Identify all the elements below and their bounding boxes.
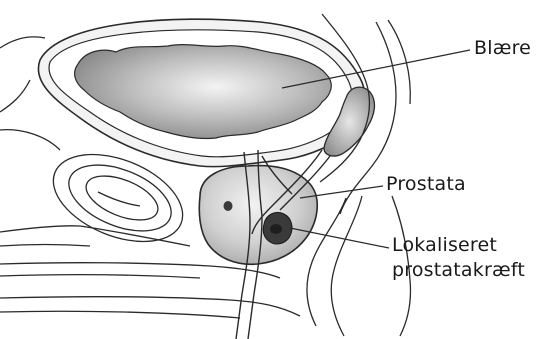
label-localized-cancer-line2: prostatakræft (392, 260, 525, 282)
label-bladder: Blære (474, 38, 531, 60)
label-localized-cancer-line1: Lokaliseret (392, 235, 497, 257)
label-prostate: Prostata (386, 174, 466, 196)
tumor (263, 212, 292, 244)
small-nodule (224, 201, 233, 211)
bladder (38, 19, 364, 166)
